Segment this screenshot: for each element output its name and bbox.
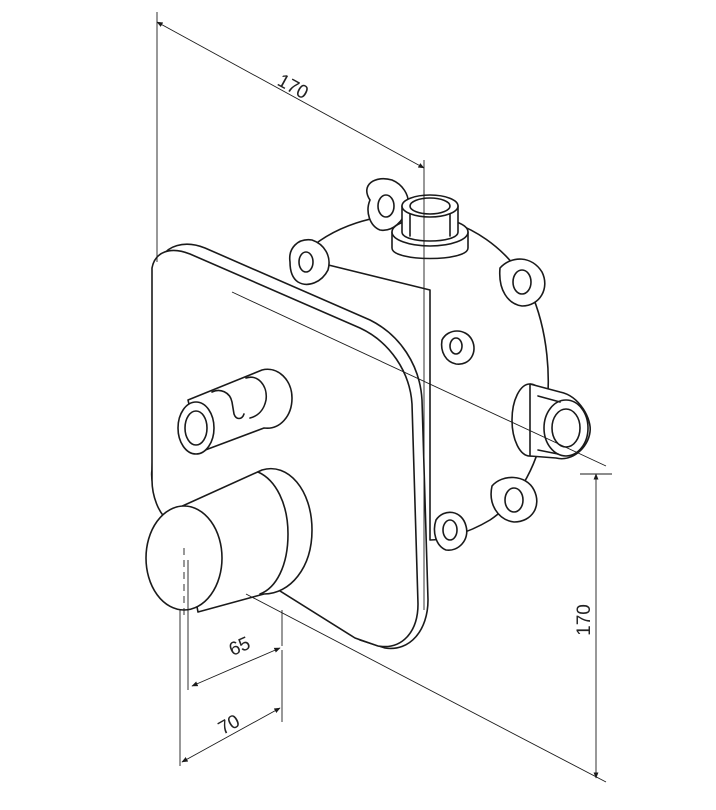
valve-body: [288, 178, 550, 551]
dimension-right-height: 170: [245, 473, 612, 783]
dimension-knob-depth: 70: [179, 610, 283, 766]
dimension-lever-depth-label: 65: [226, 633, 254, 661]
mounting-hole-left: [298, 251, 314, 273]
mounting-lug-bottom: [433, 511, 468, 551]
centre-axis-line: [231, 291, 607, 467]
inner-lug: [440, 330, 475, 365]
mounting-hole-right-lower: [504, 487, 524, 513]
mounting-hole-bottom: [442, 519, 458, 541]
control-knob: [145, 467, 313, 620]
mounting-lug-right-upper: [498, 258, 546, 307]
dimension-knob-depth-label: 70: [215, 711, 244, 740]
knob-face: [145, 505, 223, 611]
diverter-lever: [177, 368, 293, 455]
mounting-lug-left: [288, 238, 330, 286]
mounting-hole-right-upper: [512, 269, 532, 295]
dimension-right-height-label: 170: [574, 604, 595, 636]
inner-lug-hole: [449, 337, 463, 355]
dimension-top-width-label: 170: [274, 70, 312, 104]
top-outlet-connector: [391, 194, 469, 260]
side-outlet-connector: [511, 383, 591, 460]
mounting-hole-top-left: [377, 194, 395, 218]
mounting-lug-right-lower: [490, 476, 538, 523]
